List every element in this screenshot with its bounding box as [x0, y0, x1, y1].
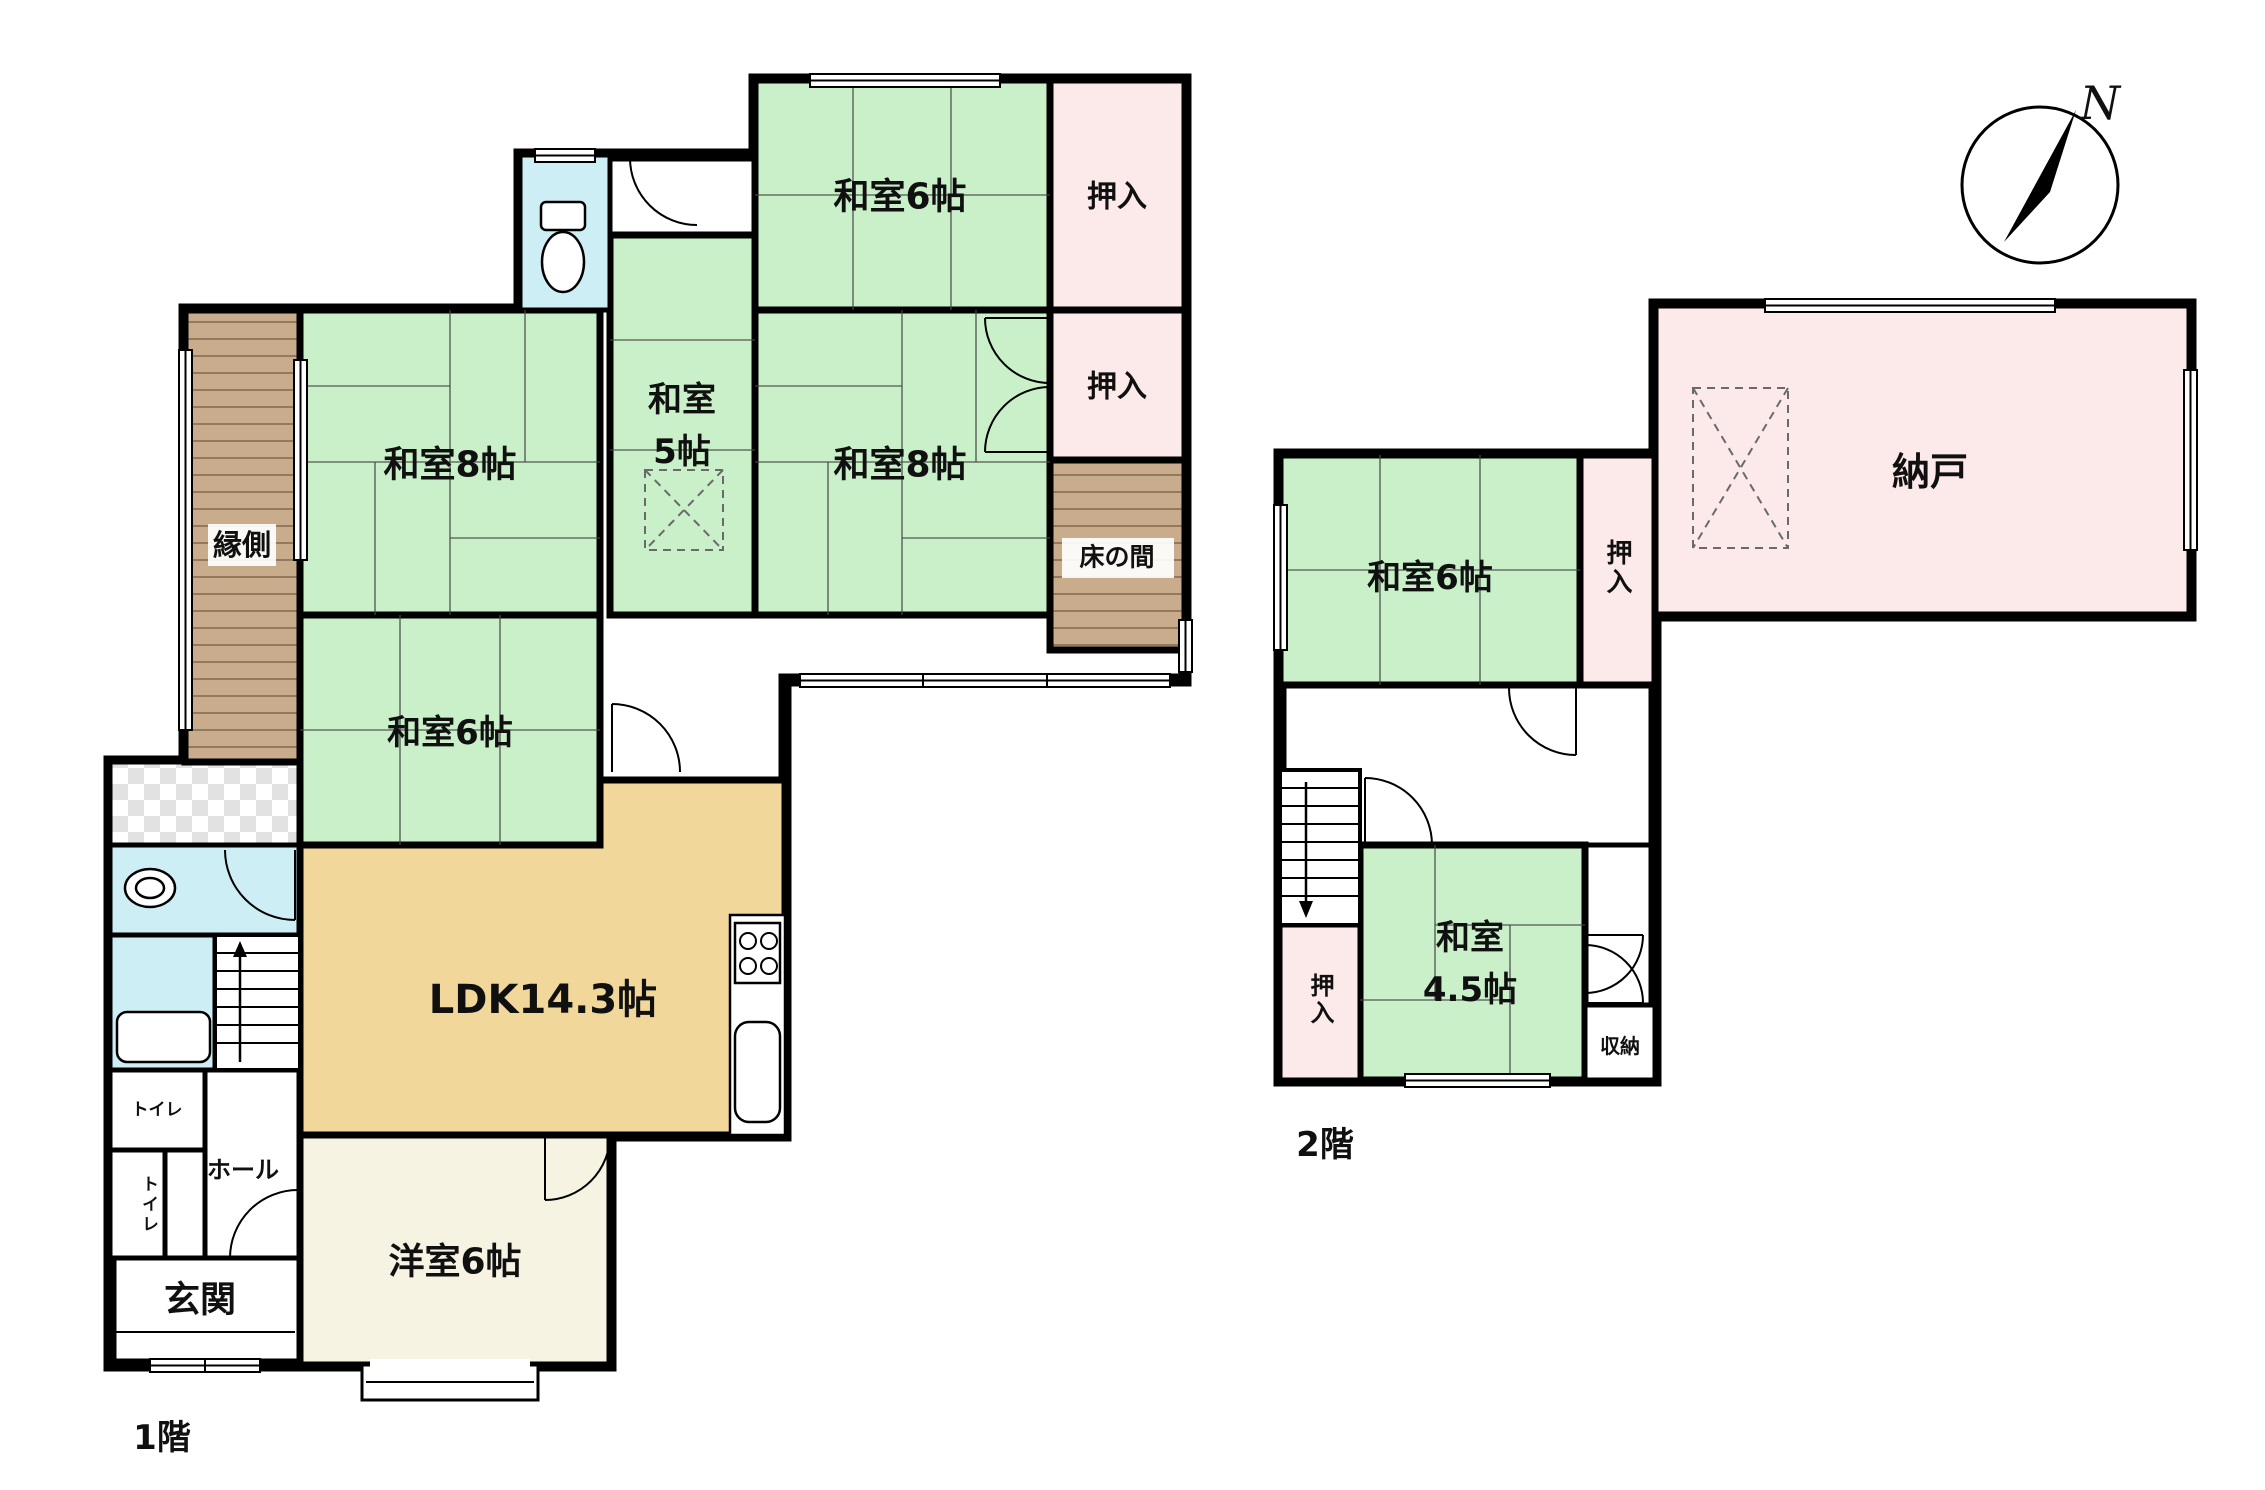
room-washitsu-45 [1356, 841, 1589, 1084]
engawa-label-backing [208, 524, 276, 566]
label-washitsu-8-left: 和室8帖 [383, 445, 516, 486]
label-engawa: 縁側 [213, 528, 271, 562]
label-nando: 納戸 [1892, 450, 1968, 494]
dashed-box-nando [1692, 387, 1789, 549]
stairs-1f [213, 933, 302, 1072]
label-washitsu-8-right: 和室8帖 [833, 445, 966, 486]
service-porch [107, 759, 303, 848]
label-washitsu-6-top: 和室6帖 [833, 177, 966, 218]
caption-floor-2: 2階 [1296, 1125, 1354, 1165]
label-washitsu-45-line2: 4.5帖 [1423, 970, 1517, 1010]
label-washitsu-6-2f: 和室6帖 [1367, 558, 1493, 598]
label-yoshitsu-6: 洋室6帖 [388, 1242, 521, 1283]
tokonoma-label-backing [1062, 538, 1174, 578]
north-needle-icon [2004, 110, 2076, 242]
washbasin-icon [123, 867, 177, 909]
label-toilet-a: トイレ [132, 1100, 183, 1120]
label-genkan: 玄関 [164, 1280, 236, 1321]
down-arrow-icon [1299, 901, 1313, 918]
label-washitsu-45-line1: 和室 [1436, 918, 1504, 958]
label-washitsu-5-line1: 和室 [648, 380, 716, 420]
label-oshiire-top: 押入 [1087, 180, 1147, 215]
label-oshiire-left-2f: 押入 [1306, 973, 1334, 1027]
sink-icon [733, 1020, 782, 1124]
bathtub [115, 1010, 212, 1064]
label-toilet-b: トイレ [138, 1175, 158, 1235]
up-arrow-icon [233, 941, 247, 957]
caption-floor-1: 1階 [133, 1418, 191, 1458]
tatami-lines-2f [1280, 455, 1585, 1080]
floor1-doors [224, 157, 1051, 1259]
label-hall: ホール [207, 1156, 279, 1184]
bay-window [360, 1359, 540, 1402]
kitchen-counter [728, 913, 787, 1137]
floor1-windows [149, 73, 1193, 1373]
closet-oshiire-top [1046, 76, 1189, 314]
floor2-doors [1364, 687, 1644, 1004]
stove-icon [733, 921, 782, 985]
label-washitsu-5-line2: 5帖 [653, 432, 711, 472]
floor2-windows [1273, 298, 2198, 1088]
room-washitsu-5 [606, 231, 759, 619]
storage-shunou [1582, 1002, 1658, 1083]
toilet-icon [539, 200, 587, 294]
label-ldk: LDK14.3帖 [429, 977, 657, 1023]
tatami-lines-1f [300, 80, 1050, 845]
label-oshiire-mid: 押入 [1087, 370, 1147, 405]
compass: N [1960, 76, 2122, 265]
floor-2: 納戸 和室6帖 押入 押入 和室 4.5帖 収納 2階 [1273, 298, 2198, 1165]
label-washitsu-6-lower: 和室6帖 [387, 713, 513, 753]
label-shunou: 収納 [1600, 1034, 1640, 1058]
north-label: N [2079, 76, 2122, 130]
dashed-hearth-box [644, 469, 724, 551]
label-oshiire-right-2f: 押入 [1602, 539, 1632, 597]
label-tokonoma: 床の間 [1079, 543, 1154, 572]
floor-1: 和室6帖 押入 押入 和室8帖 床の間 和室 5帖 和室8帖 縁側 和室6帖 L… [103, 73, 1193, 1458]
room-yoshitsu-6 [296, 1131, 614, 1369]
stairs-2f [1278, 768, 1362, 927]
closet-oshiire-left-2f [1277, 922, 1363, 1083]
